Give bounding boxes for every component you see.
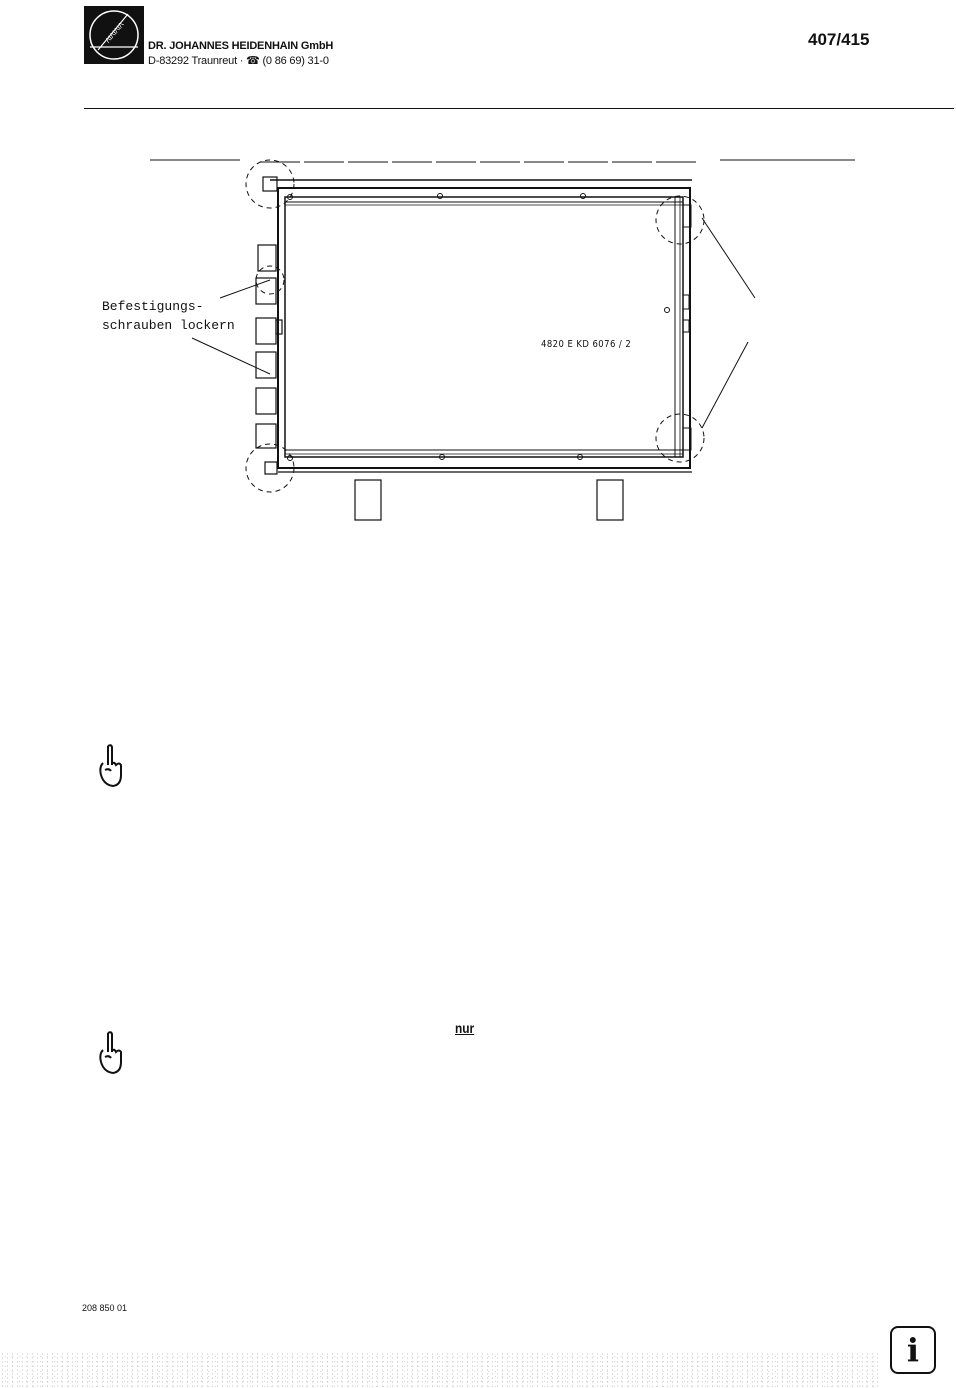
header-divider [84, 108, 954, 109]
heidenhain-logo-icon: ΛΙΛΙΛΙΛ [84, 6, 144, 64]
page-number: 407/415 [808, 30, 870, 49]
pointing-hand-icon [97, 743, 123, 789]
company-address: D-83292 Traunreut · ☎ (0 86 69) 31-0 [148, 55, 329, 67]
part-number-label: 4820 E KD 6076 / 2 [541, 339, 632, 350]
document-number: 208 850 01 [82, 1303, 128, 1313]
diagram-label: schrauben lockern [102, 318, 235, 333]
pointing-hand-icon [97, 1030, 123, 1076]
diagram-label: Befestigungs- [102, 299, 204, 314]
emphasis-word: nur [455, 1020, 475, 1036]
info-icon: i [906, 1331, 920, 1369]
mounting-diagram [80, 150, 880, 535]
info-button[interactable]: i [890, 1326, 936, 1374]
scan-noise [0, 1352, 880, 1388]
company-name: DR. JOHANNES HEIDENHAIN GmbH [148, 40, 334, 52]
